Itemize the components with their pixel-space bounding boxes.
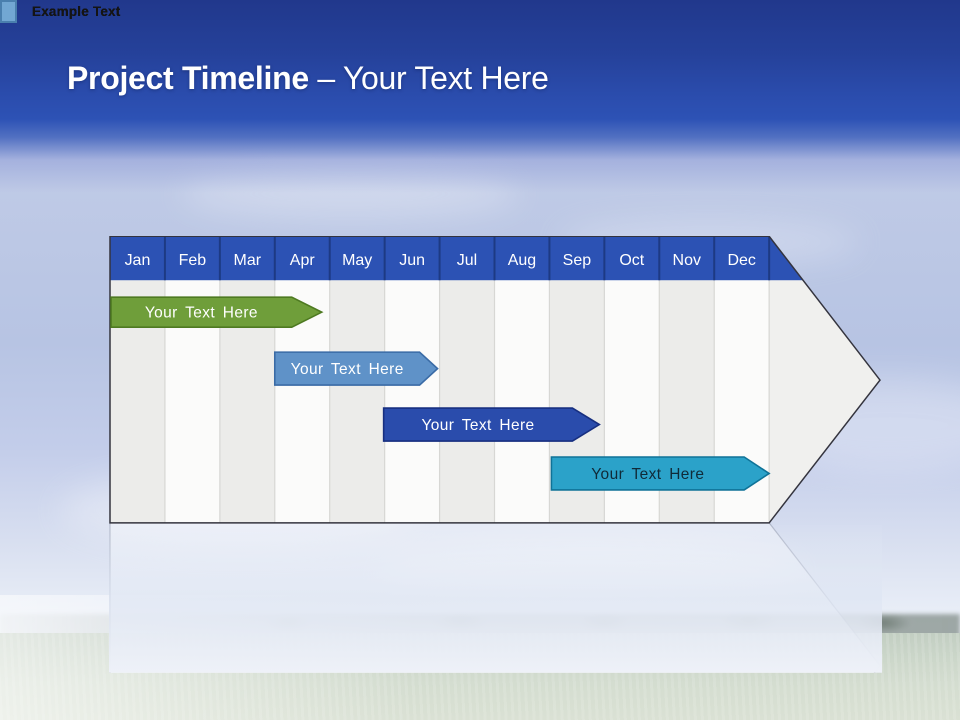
header-band — [0, 0, 960, 205]
month-label: Jan — [125, 252, 151, 269]
month-label: Mar — [234, 252, 262, 269]
title-main: Project Timeline — [67, 60, 309, 96]
legend-swatch-lightblue — [0, 0, 17, 23]
month-column — [494, 236, 550, 523]
month-label: Dec — [727, 252, 755, 269]
month-label: Jun — [399, 252, 425, 269]
legend-item-4[interactable]: Example Text — [0, 0, 120, 23]
bar-shape — [382, 407, 601, 442]
legend-label: Example Text — [32, 4, 121, 19]
bar-label: Your Text Here — [421, 417, 534, 434]
timeline-arrow-outline — [109, 235, 881, 524]
timeline-chart: Jan Feb Mar Apr May Jun Jul Aug Sep Oct Nov Dec You… — [109, 235, 882, 720]
month-label: Sep — [563, 252, 592, 269]
month-label: May — [342, 252, 372, 269]
month-label: Nov — [673, 252, 701, 269]
bar-label: Your Text Here — [291, 361, 404, 378]
month-header: Jan Feb Mar Apr May Jun Jul Aug Sep Oct Nov Dec — [125, 252, 756, 269]
bar-label: Your Text Here — [591, 466, 704, 483]
timeline-bar-2[interactable]: Your Text Here — [273, 351, 439, 386]
slide-title[interactable]: Project Timeline – Your Text Here — [67, 60, 549, 97]
bar-shape — [550, 456, 771, 491]
month-column — [164, 236, 220, 523]
legend-label: Example Text — [32, 4, 121, 19]
month-label: Aug — [508, 252, 536, 269]
month-label: Jul — [457, 252, 477, 269]
legend-label: Example Text — [32, 4, 121, 19]
month-label: Apr — [290, 252, 316, 269]
bar-shape — [110, 296, 324, 328]
timeline-bar-1[interactable]: Your Text Here — [110, 296, 324, 328]
bar-label: Your Text Here — [145, 305, 258, 322]
legend-label: Example Text — [32, 4, 121, 19]
month-column — [219, 236, 275, 523]
timeline-grid — [109, 236, 881, 523]
timeline-bar-3[interactable]: Your Text Here — [382, 407, 601, 442]
timeline-bar-4[interactable]: Your Text Here — [550, 456, 771, 491]
bar-shape — [273, 351, 439, 386]
month-column — [439, 236, 495, 523]
month-column — [109, 236, 165, 523]
timeline-svg: Jan Feb Mar Apr May Jun Jul Aug Sep Oct Nov Dec You… — [109, 235, 882, 720]
month-label: Feb — [179, 252, 207, 269]
reflection-fade — [109, 524, 882, 673]
month-label: Oct — [619, 252, 644, 269]
title-placeholder: – Your Text Here — [317, 60, 549, 96]
